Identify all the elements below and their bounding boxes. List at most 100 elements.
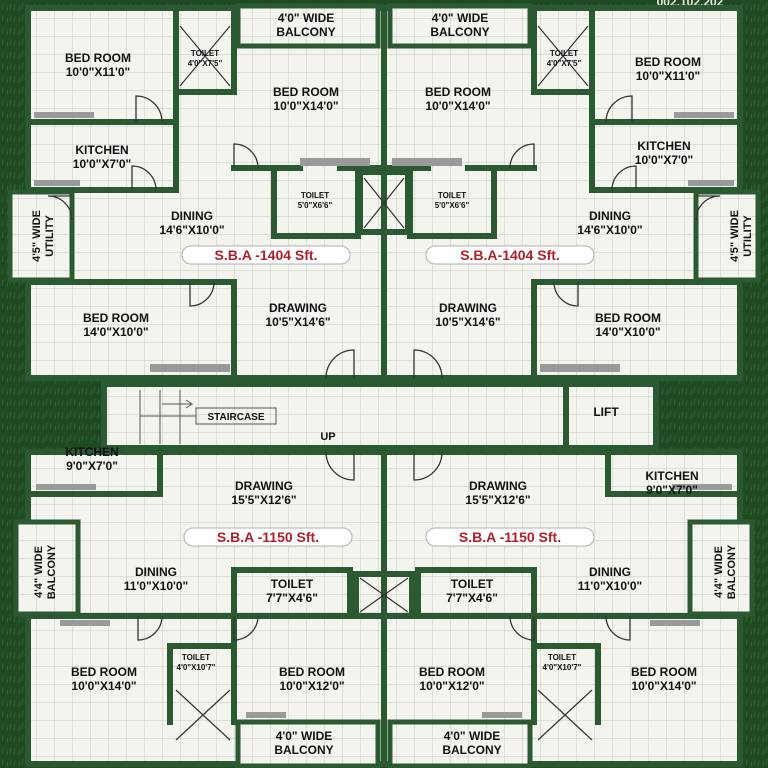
sba-top-right: S.B.A-1404 Sft.: [460, 247, 560, 263]
br-toilet-name: TOILET: [451, 577, 494, 591]
tr-dining-size: 14'6"X10'0": [577, 223, 642, 237]
br-balcony-size: BALCONY: [442, 743, 501, 757]
tl-bedroom-2-size: 10'0"X14'0": [273, 99, 338, 113]
tl-bedroom-2-name: BED ROOM: [273, 85, 339, 99]
tr-bedroom-2-size: 10'0"X14'0": [425, 99, 490, 113]
tr-utility-size: UTILITY: [742, 215, 754, 257]
br-balcony-name: 4'0" WIDE: [444, 729, 501, 743]
tr-bedroom-name: BED ROOM: [635, 55, 701, 69]
tl-toilet-small-size: 4'0"X7'5": [188, 59, 223, 68]
bl-bedroom-size: 10'0"X14'0": [71, 679, 136, 693]
tr-drawing-name: DRAWING: [439, 301, 497, 315]
br-balcony-side-name: 4'4" WIDE: [713, 546, 725, 598]
tl-balcony-name: 4'0" WIDE: [278, 11, 335, 25]
bl-drawing-name: DRAWING: [235, 479, 293, 493]
tl-dining-size: 14'6"X10'0": [159, 223, 224, 237]
bl-bedroom-2-name: BED ROOM: [279, 665, 345, 679]
tl-bedroom-3-size: 14'0"X10'0": [83, 325, 148, 339]
tr-dining-name: DINING: [589, 209, 631, 223]
tr-toilet-small-size: 4'0"X7'5": [547, 59, 582, 68]
bl-toilet-name: TOILET: [271, 577, 314, 591]
br-bedroom-2-size: 10'0"X12'0": [419, 679, 484, 693]
br-kitchen-name: KITCHEN: [645, 469, 698, 483]
br-drawing-name: DRAWING: [469, 479, 527, 493]
bl-bedroom-name: BED ROOM: [71, 665, 137, 679]
tr-bedroom-size: 10'0"X11'0": [636, 69, 700, 83]
service-shafts: [175, 25, 593, 741]
bl-balcony-name: 4'0" WIDE: [276, 729, 333, 743]
br-dining-name: DINING: [589, 565, 631, 579]
tl-utility-size: UTILITY: [44, 215, 56, 257]
tl-bedroom-size: 10'0"X11'0": [66, 65, 130, 79]
br-bedroom-2-name: BED ROOM: [419, 665, 485, 679]
tr-drawing-size: 10'5"X14'6": [435, 315, 500, 329]
bl-balcony-side-name: 4'4" WIDE: [33, 546, 45, 598]
br-kitchen-size: 9'0"X7'0": [646, 483, 698, 497]
tr-kitchen-size: 10'0"X7'0": [635, 153, 693, 167]
tl-kitchen-size: 10'0"X7'0": [73, 157, 131, 171]
tl-balcony-size: BALCONY: [276, 25, 335, 39]
bl-dining-name: DINING: [135, 565, 177, 579]
br-bedroom-name: BED ROOM: [631, 665, 697, 679]
sba-bottom-right-badge: [425, 527, 595, 547]
tl-kitchen-name: KITCHEN: [75, 143, 128, 157]
tl-bedroom-3-name: BED ROOM: [83, 311, 149, 325]
tr-utility-name: 4'5" WIDE: [729, 210, 741, 262]
tl-drawing-name: DRAWING: [269, 301, 327, 315]
bl-toilet-small-name: TOILET: [182, 653, 210, 662]
door-swings: [47, 95, 721, 641]
tr-toilet-small-name: TOILET: [550, 49, 578, 58]
tr-balcony-size: BALCONY: [430, 25, 489, 39]
tl-drawing-size: 10'5"X14'6": [265, 315, 330, 329]
tr-bedroom-3-name: BED ROOM: [595, 311, 661, 325]
sba-bottom-right: S.B.A -1150 Sft.: [459, 529, 561, 545]
tr-toilet-size: 5'0"X6'6": [435, 201, 470, 210]
staircase-steps: [139, 390, 277, 444]
tr-bedroom-3-size: 14'0"X10'0": [595, 325, 660, 339]
tr-toilet-name: TOILET: [438, 191, 466, 200]
br-dining-size: 11'0"X10'0": [578, 579, 642, 593]
tl-toilet-size: 5'0"X6'6": [298, 201, 333, 210]
bl-kitchen-size: 9'0"X7'0": [66, 459, 118, 473]
room-lift: LIFT: [593, 405, 619, 419]
br-drawing-size: 15'5"X12'6": [465, 493, 530, 507]
br-toilet-small-name: TOILET: [548, 653, 576, 662]
bl-kitchen-name: KITCHEN: [65, 445, 118, 459]
tr-balcony-name: 4'0" WIDE: [432, 11, 489, 25]
sba-bottom-left: S.B.A -1150 Sft.: [217, 529, 319, 545]
br-bedroom-size: 10'0"X14'0": [631, 679, 696, 693]
staircase-up-label: UP: [320, 431, 335, 443]
bl-drawing-size: 15'5"X12'6": [231, 493, 296, 507]
bl-bedroom-2-size: 10'0"X12'0": [279, 679, 344, 693]
